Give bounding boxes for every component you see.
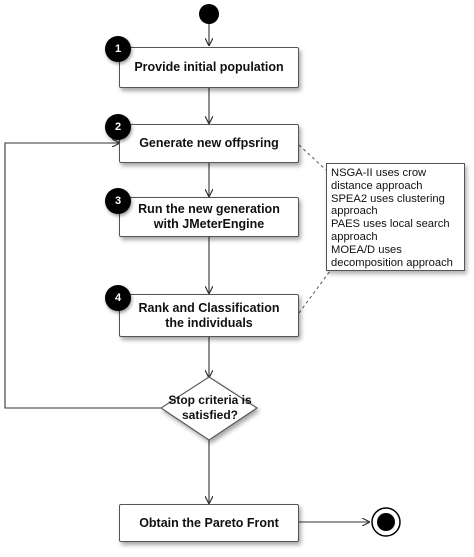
step-4-label: Rank and Classification the individuals [138, 300, 280, 330]
step-3-badge: 3 [105, 188, 131, 214]
note-line: decomposition approach [331, 256, 453, 269]
step-1-number: 1 [114, 43, 122, 55]
start-node [199, 4, 219, 24]
decision-text: Stop criteria is satisfied? [168, 393, 252, 422]
note-line: approach [331, 230, 378, 243]
note-line: distance approach [331, 179, 423, 192]
step-4-badge: 4 [105, 285, 131, 311]
decision-label: Stop criteria is satisfied? [155, 386, 265, 430]
note-line: approach [331, 205, 378, 218]
decision-diamond [159, 376, 259, 441]
note-line: MOEA/D uses [331, 243, 402, 256]
step-3-run-generation: Run the new generation with JMeterEngine [119, 197, 299, 237]
step-4-rank-classify: Rank and Classification the individuals [119, 294, 299, 337]
step-2-badge: 2 [105, 114, 131, 140]
final-step-label: Obtain the Pareto Front [139, 515, 279, 530]
step-2-label: Generate new offpsring [139, 136, 279, 150]
note-line: NSGA-II uses crow [331, 167, 427, 179]
step-2-number: 2 [114, 121, 122, 133]
step-4-number: 4 [114, 292, 122, 304]
step-3-label: Run the new generation with JMeterEngine [138, 202, 280, 231]
step-1-label: Provide initial population [134, 60, 284, 74]
note-line: PAES uses local search [331, 218, 450, 231]
final-step-pareto-front: Obtain the Pareto Front [119, 504, 299, 542]
note-connector-step4 [298, 270, 331, 314]
step-1-badge: 1 [105, 36, 131, 62]
step-1-provide-population: Provide initial population [119, 47, 299, 88]
algorithm-note: NSGA-II uses crow distance approach SPEA… [326, 163, 465, 271]
step-3-number: 3 [114, 195, 122, 207]
end-node-core [377, 513, 395, 531]
step-2-generate-offspring: Generate new offpsring [119, 124, 299, 163]
note-connector-step2 [298, 144, 327, 171]
edge-decision-loop-back [4, 143, 163, 409]
note-line: SPEA2 uses clustering [331, 192, 445, 205]
